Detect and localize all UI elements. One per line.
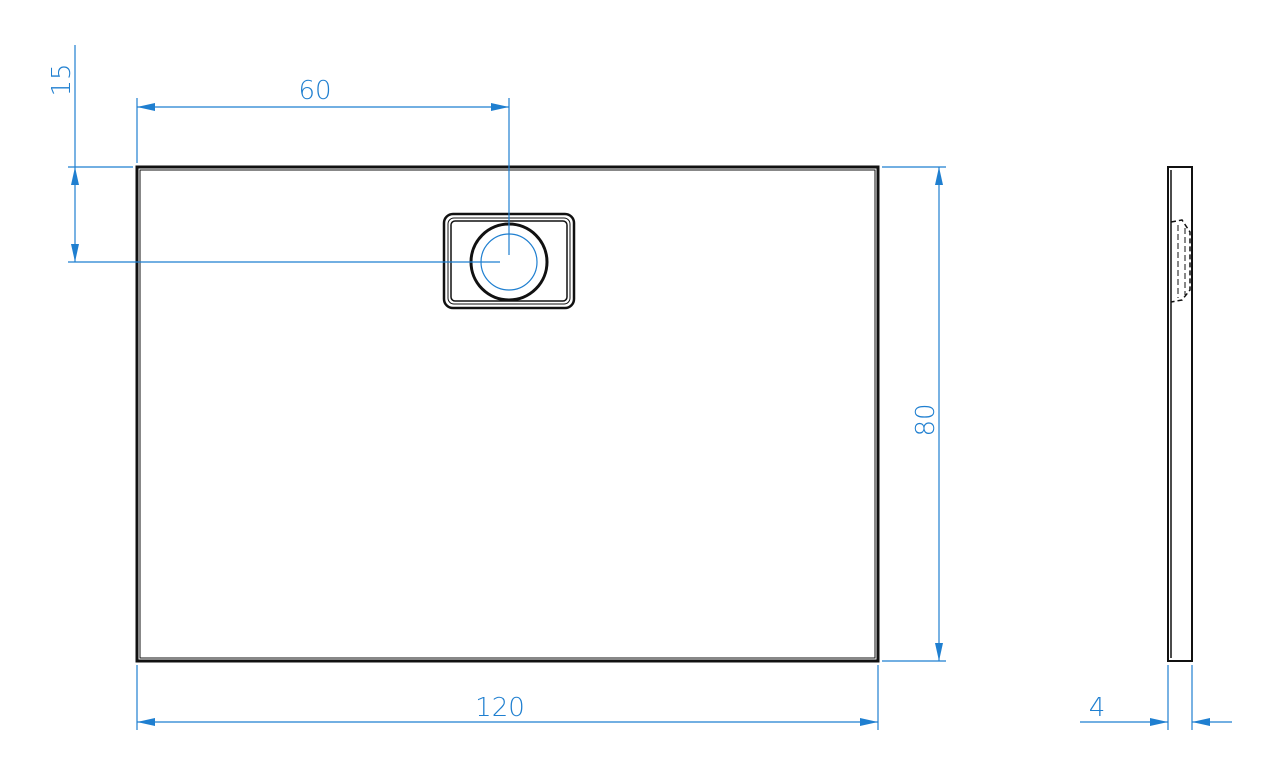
dimension-label-80: 80	[911, 403, 941, 436]
dimension-label-4: 4	[1089, 693, 1106, 723]
shower-tray-top-view	[135, 165, 880, 663]
dimension-120: 120	[136, 665, 879, 730]
shower-tray-side-view	[1167, 166, 1193, 662]
dimension-label-15: 15	[47, 63, 77, 96]
dimension-label-60: 60	[298, 76, 331, 106]
dimension-80: 80	[882, 166, 946, 662]
dimension-15: 15	[47, 45, 500, 263]
dimension-60: 60	[136, 76, 510, 255]
dimension-4: 4	[1080, 665, 1232, 730]
dimension-label-120: 120	[475, 693, 525, 723]
